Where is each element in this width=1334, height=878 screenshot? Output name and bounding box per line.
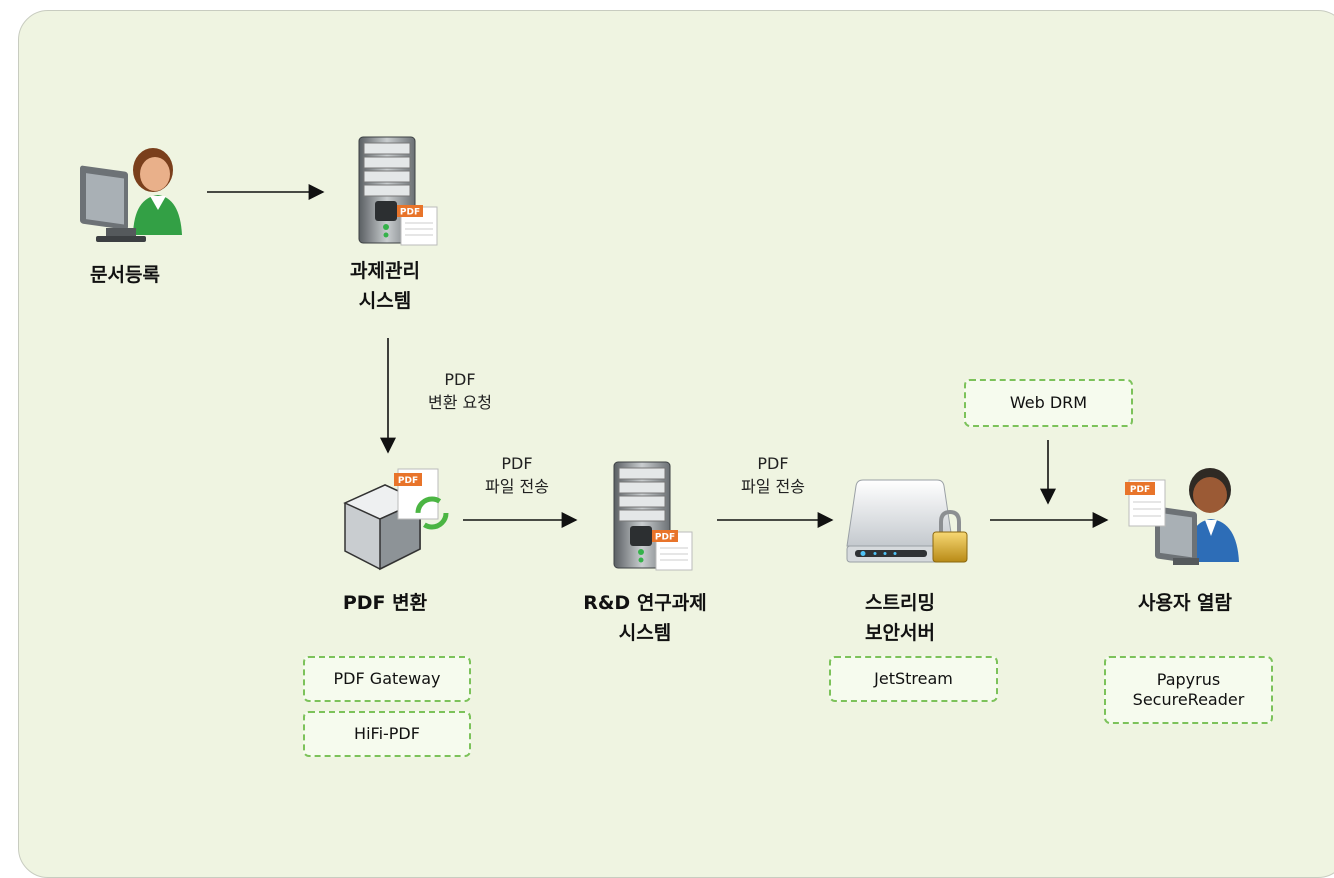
pdf-converter-icon: PDF (340, 465, 455, 575)
server-pdf-icon: PDF (610, 460, 695, 572)
task-system-label-line2: 시스템 (358, 290, 412, 312)
user-male-computer-icon: PDF (1125, 462, 1250, 572)
streaming-server-label: 스트리밍 보안서버 (835, 588, 965, 648)
transfer-1-line2: 파일 전송 (485, 477, 549, 496)
tag-web-drm: Web DRM (964, 379, 1133, 427)
tag-pdf-gateway: PDF Gateway (303, 656, 471, 702)
pdf-badge-text: PDF (1130, 485, 1150, 495)
task-system-label-line1: 과제관리 (350, 260, 420, 282)
transfer-2-label: PDF 파일 전송 (723, 452, 823, 498)
tag-papyrus-line1: Papyrus (1156, 670, 1221, 689)
transfer-1-label: PDF 파일 전송 (467, 452, 567, 498)
tag-papyrus-securereader: Papyrus SecureReader (1104, 656, 1273, 724)
transfer-1-line1: PDF (501, 454, 533, 473)
rnd-system-label-line2: 시스템 (618, 622, 672, 644)
streaming-server-label-line1: 스트리밍 (865, 592, 935, 614)
diagram-panel (18, 10, 1334, 878)
user-female-computer-icon (78, 140, 188, 245)
pdf-badge-text: PDF (400, 208, 420, 218)
rnd-system-label-line1: R&D 연구과제 (583, 592, 707, 614)
tag-hifi-pdf: HiFi-PDF (303, 711, 471, 757)
pdf-badge-text: PDF (655, 533, 675, 543)
user-view-label: 사용자 열람 (1137, 592, 1232, 614)
pdf-convert-label: PDF 변환 (342, 592, 428, 614)
tag-jetstream: JetStream (829, 656, 998, 702)
convert-request-line1: PDF (444, 370, 476, 389)
hard-drive-lock-icon (845, 472, 970, 572)
transfer-2-line2: 파일 전송 (741, 477, 805, 496)
streaming-server-label-line2: 보안서버 (865, 622, 935, 644)
pdf-badge-text: PDF (398, 476, 418, 486)
task-system-label: 과제관리 시스템 (320, 256, 450, 316)
convert-request-label: PDF 변환 요청 (410, 368, 510, 414)
server-pdf-icon: PDF (355, 135, 440, 247)
convert-request-line2: 변환 요청 (428, 393, 492, 412)
rnd-system-label: R&D 연구과제 시스템 (565, 588, 725, 648)
doc-register-label: 문서등록 (90, 264, 160, 286)
tag-papyrus-line2: SecureReader (1132, 690, 1245, 709)
transfer-2-line1: PDF (757, 454, 789, 473)
